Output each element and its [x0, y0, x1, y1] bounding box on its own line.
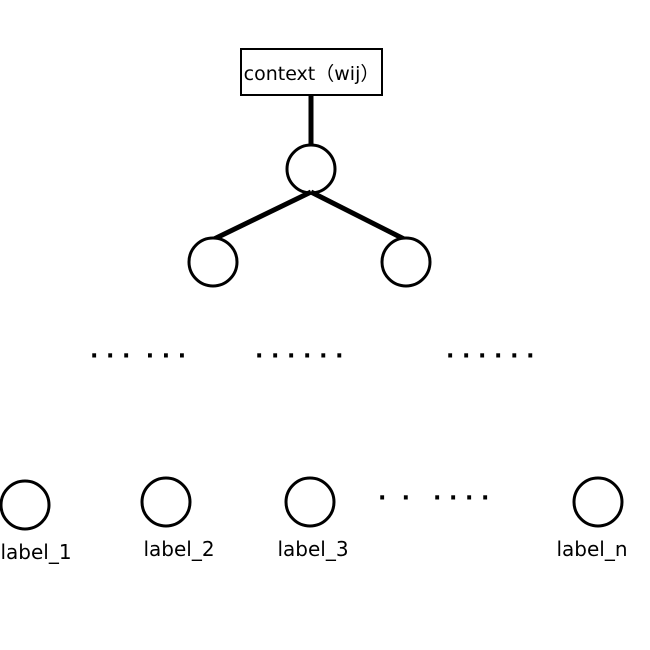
- edge-root-to-right-child: [309, 189, 408, 243]
- leaf-node-1: [0, 479, 51, 531]
- ellipsis-middle: · · · · · ·: [255, 344, 344, 369]
- context-box-label: context（wij）: [243, 62, 380, 85]
- ellipsis-left: · · · · · ·: [90, 344, 187, 369]
- context-box: context（wij）: [240, 48, 383, 96]
- leaf-node-n: [572, 476, 624, 528]
- edge-root-to-left-child: [210, 189, 313, 243]
- left-child-node: [187, 236, 239, 288]
- leaf-label-n: label_n: [556, 537, 628, 561]
- leaf-label-2: label_2: [143, 537, 215, 561]
- right-child-node: [380, 236, 432, 288]
- ellipsis-leaves: · · · · · ·: [378, 486, 490, 511]
- leaf-node-3: [284, 476, 336, 528]
- leaf-node-2: [140, 476, 192, 528]
- leaf-label-1: label_1: [0, 540, 72, 564]
- root-node: [285, 143, 337, 195]
- ellipsis-right: · · · · · ·: [446, 344, 535, 369]
- leaf-label-3: label_3: [277, 537, 349, 561]
